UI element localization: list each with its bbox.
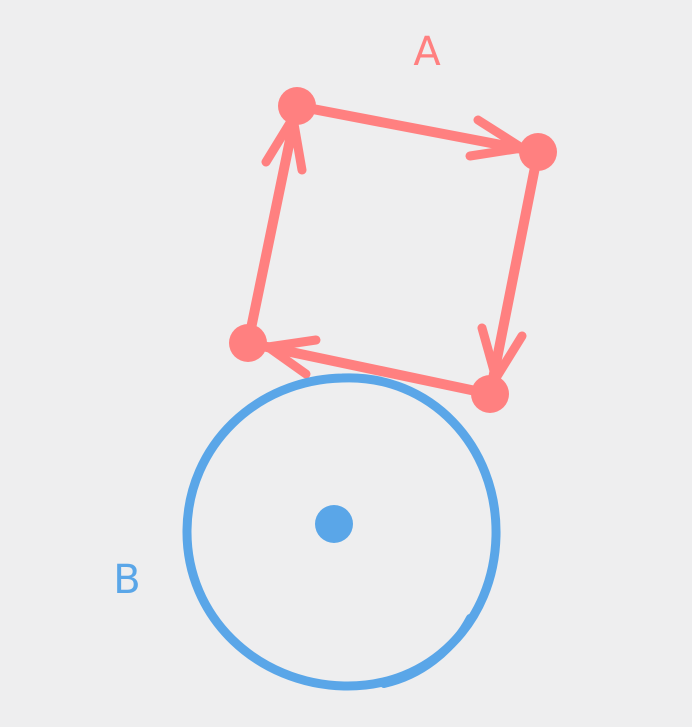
shape-a-vertex-bottom-left [229, 324, 267, 362]
shape-a-vertex-top-right [519, 133, 557, 171]
shape-a-edge-right [485, 147, 543, 399]
shape-a-edge-bottom [243, 338, 495, 399]
shape-b-center-point [315, 505, 353, 543]
shape-b-circle [182, 373, 501, 691]
shape-a-vertex-top-left [278, 87, 316, 125]
shape-b-label: B [113, 557, 140, 603]
shape-a-edge-left [243, 101, 302, 348]
shape-a-edge-top [292, 101, 543, 157]
shape-a-square [229, 87, 557, 413]
shape-a-vertex-bottom-right [471, 375, 509, 413]
shape-a-arrowhead-bottom [263, 335, 321, 379]
shape-b-outline [182, 373, 501, 691]
shape-b-outline-overlap [380, 614, 474, 688]
shape-a-label: A [413, 29, 441, 75]
